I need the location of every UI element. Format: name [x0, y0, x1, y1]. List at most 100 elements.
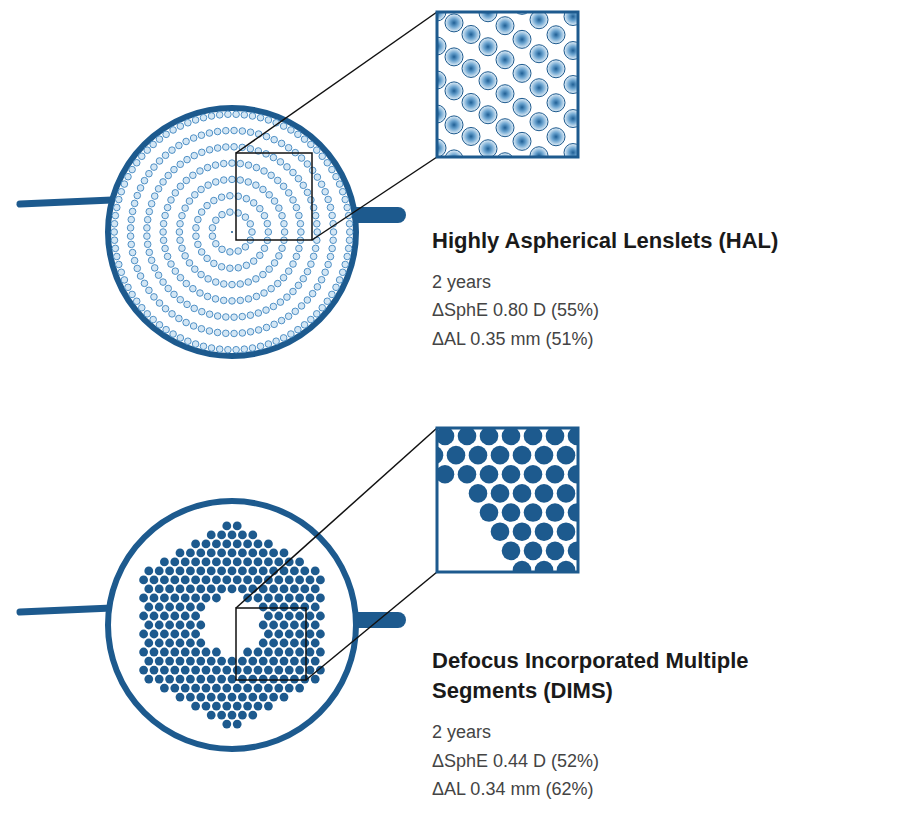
segment	[316, 630, 325, 639]
lenslet	[496, 51, 514, 69]
lenslet	[327, 204, 334, 211]
segment	[228, 531, 237, 540]
lenslet	[121, 181, 128, 188]
segment	[290, 675, 299, 684]
segment	[295, 630, 304, 639]
segment	[264, 540, 273, 549]
lenslet	[177, 335, 184, 342]
lenslet	[216, 112, 223, 119]
segment	[186, 693, 195, 702]
segment	[165, 675, 174, 684]
segment	[191, 540, 200, 549]
lenslet	[206, 311, 213, 318]
lenslet-rings	[111, 111, 353, 353]
lenslet	[148, 257, 155, 264]
lenslet	[325, 196, 332, 203]
segment	[233, 720, 242, 729]
segment	[243, 684, 252, 693]
inset-frame	[437, 12, 578, 157]
segment	[186, 585, 195, 594]
segment	[274, 630, 283, 639]
lenslet	[257, 114, 264, 121]
segment	[228, 549, 237, 558]
segment	[568, 465, 578, 484]
segment	[238, 531, 247, 540]
lenslet	[295, 282, 302, 289]
lenslet	[206, 328, 213, 335]
lenslet	[235, 248, 242, 255]
lenslet	[333, 173, 340, 180]
segment	[259, 657, 268, 666]
segment	[186, 603, 195, 612]
segment	[160, 594, 169, 603]
result-text: ΔSphE 0.44 D (52%)	[432, 751, 732, 773]
lenslet	[263, 307, 270, 314]
segment	[535, 561, 554, 572]
lenslet	[445, 14, 463, 32]
lenslet	[216, 346, 223, 353]
segment	[274, 648, 283, 657]
lenslet	[346, 237, 353, 244]
lenslet	[176, 315, 183, 322]
segment	[212, 684, 221, 693]
lenslet	[169, 147, 176, 154]
segment	[295, 576, 304, 585]
lenslet	[141, 280, 148, 287]
lenslet	[231, 330, 238, 337]
lenslet	[314, 284, 321, 291]
segment	[212, 576, 221, 585]
segment	[295, 666, 304, 675]
segment	[254, 594, 263, 603]
lenslet	[220, 160, 227, 167]
segment	[196, 567, 205, 576]
lenslet	[249, 345, 256, 352]
segment	[243, 702, 252, 711]
segment	[181, 684, 190, 693]
segment	[186, 567, 195, 576]
lenslet	[121, 277, 128, 284]
lenslet	[209, 225, 216, 232]
lenslet	[278, 140, 285, 147]
lenslet	[547, 26, 565, 44]
lenslet	[295, 326, 302, 333]
segment	[300, 639, 309, 648]
lenslet	[274, 280, 281, 287]
lenslet	[247, 221, 254, 228]
segment	[196, 603, 205, 612]
lenslet	[163, 326, 170, 333]
segment	[181, 594, 190, 603]
lenslet	[284, 294, 291, 301]
lenslet	[133, 298, 140, 305]
lenslet	[198, 209, 205, 216]
segment	[469, 484, 488, 503]
segment	[546, 428, 565, 445]
lenslet	[271, 136, 278, 143]
lenslet	[177, 274, 184, 281]
lenslet	[530, 45, 548, 63]
segment	[300, 657, 309, 666]
segment	[144, 657, 153, 666]
segment	[160, 666, 169, 675]
lenslet	[274, 177, 281, 184]
lenslet	[285, 190, 292, 197]
lenslet	[250, 200, 257, 207]
segment	[311, 621, 320, 630]
lenslet	[191, 152, 198, 159]
lenslet	[325, 261, 332, 268]
lenslet	[564, 76, 578, 94]
lenslet	[156, 136, 163, 143]
segment	[165, 567, 174, 576]
lenslet	[339, 269, 346, 276]
segment	[196, 639, 205, 648]
segment	[207, 585, 216, 594]
lenslet	[298, 229, 305, 236]
segment	[290, 585, 299, 594]
segment	[311, 675, 320, 684]
lenslet	[198, 132, 205, 139]
lenslet	[279, 245, 286, 252]
lenslet	[223, 144, 230, 151]
segment	[196, 657, 205, 666]
lenslet	[177, 161, 184, 168]
lenslet	[257, 205, 264, 212]
segment	[316, 648, 325, 657]
